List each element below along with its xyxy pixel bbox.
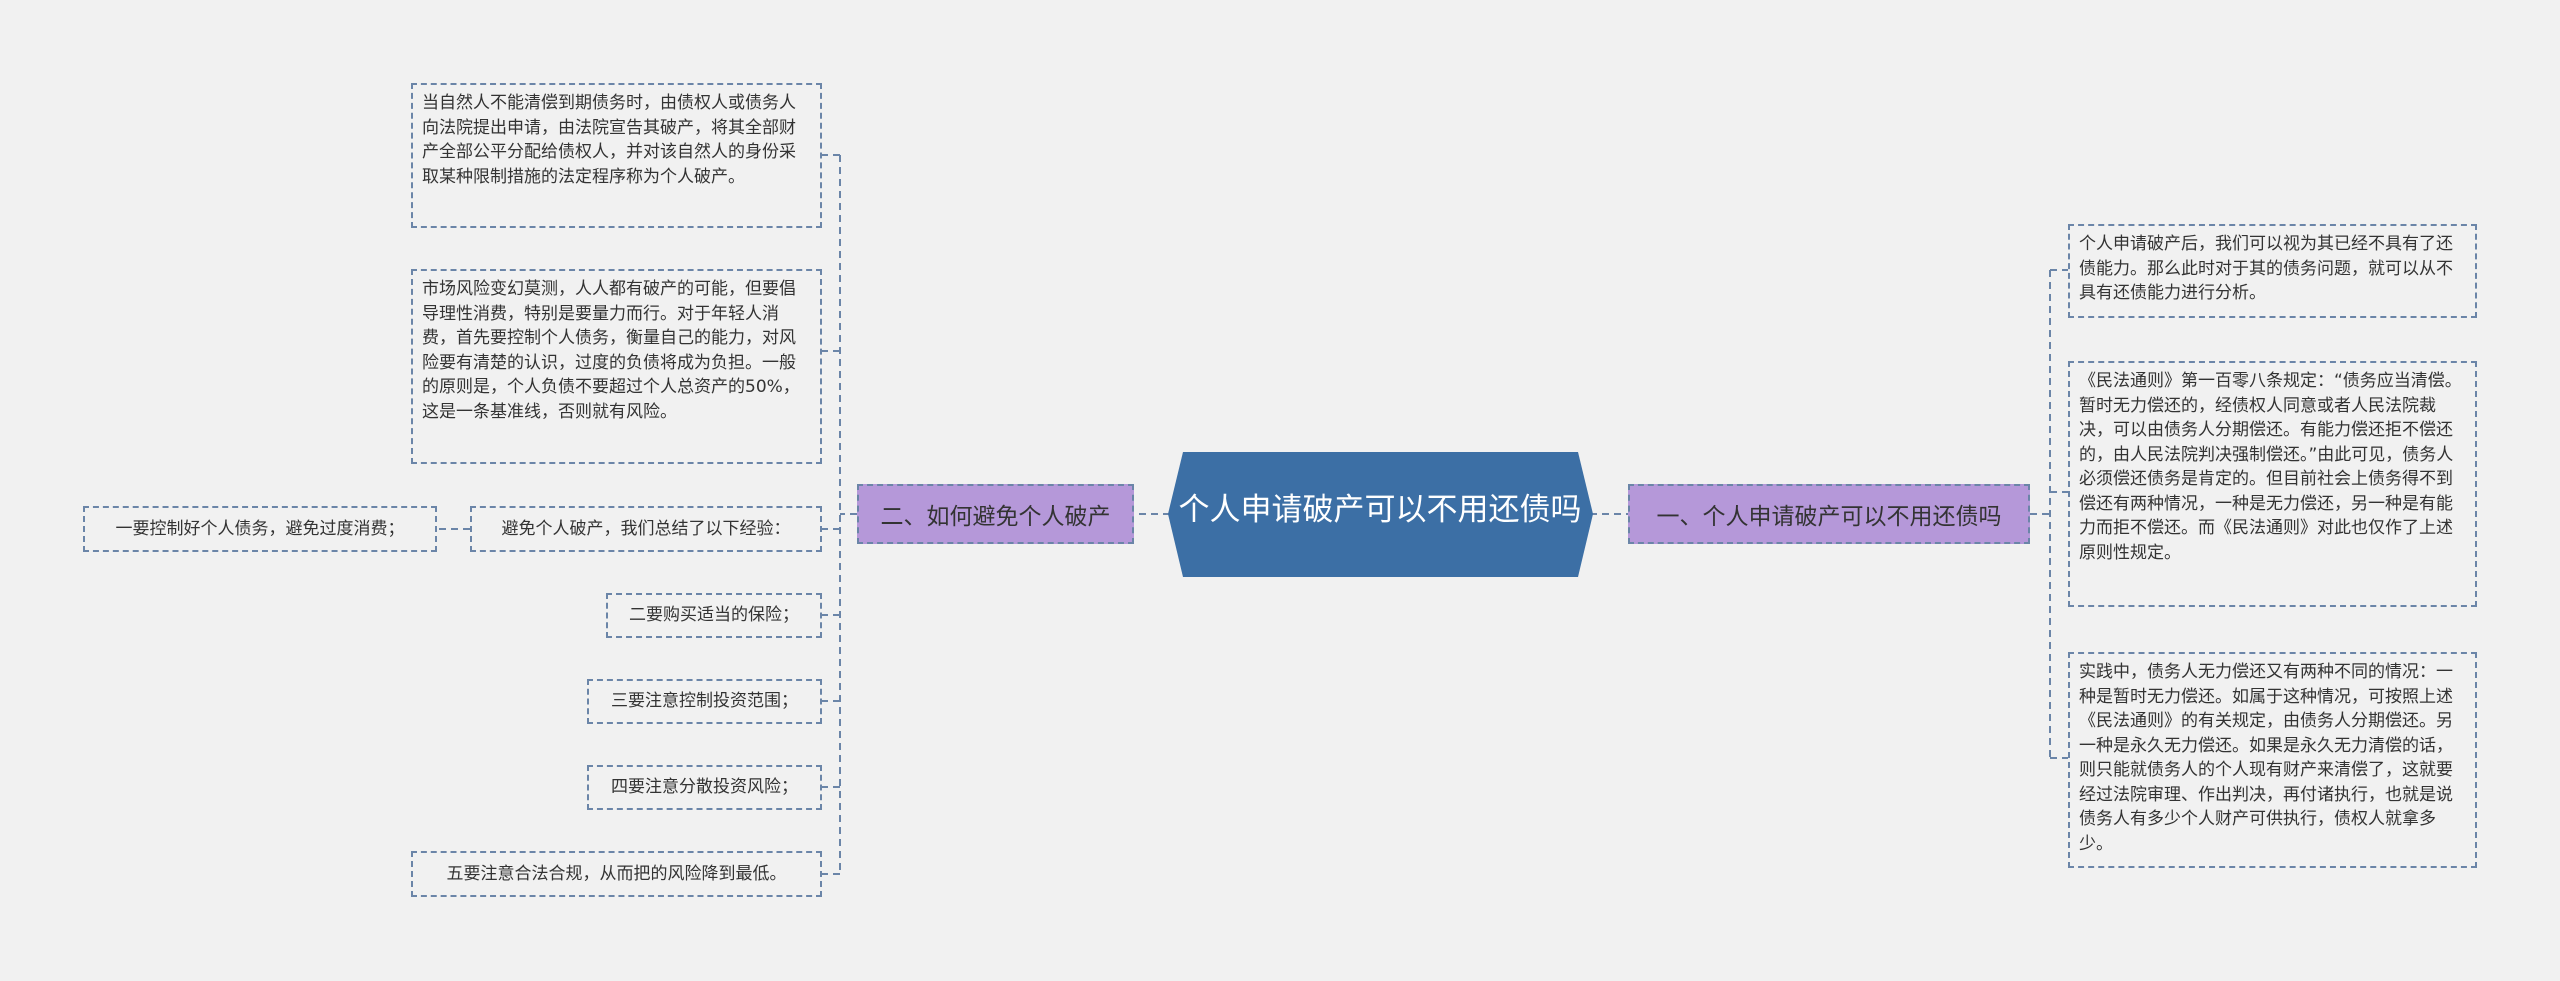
leaf-diversify-risk[interactable]: 四要注意分散投资风险； bbox=[587, 765, 822, 810]
leaf-market-risk-advice[interactable]: 市场风险变幻莫测，人人都有破产的可能，但要倡导理性消费，特别是要量力而行。对于年… bbox=[411, 269, 822, 464]
leaf-buy-insurance[interactable]: 二要购买适当的保险； bbox=[606, 593, 822, 638]
leaf-civil-law-article-108[interactable]: 《民法通则》第一百零八条规定：“债务应当清偿。暂时无力偿还的，经债权人同意或者人… bbox=[2068, 361, 2477, 607]
leaf-practice-two-situations[interactable]: 实践中，债务人无力偿还又有两种不同的情况：一种是暂时无力偿还。如属于这种情况，可… bbox=[2068, 652, 2477, 868]
leaf-experience-summary[interactable]: 避免个人破产，我们总结了以下经验： bbox=[470, 506, 822, 552]
leaf-control-investment[interactable]: 三要注意控制投资范围； bbox=[587, 679, 822, 724]
branch-no-repayment-question[interactable]: 一、个人申请破产可以不用还债吗 bbox=[1628, 484, 2030, 544]
leaf-control-debt[interactable]: 一要控制好个人债务，避免过度消费； bbox=[83, 506, 437, 552]
leaf-legal-compliance[interactable]: 五要注意合法合规，从而把的风险降到最低。 bbox=[411, 851, 822, 897]
leaf-no-repayment-ability[interactable]: 个人申请破产后，我们可以视为其已经不具有了还债能力。那么此时对于其的债务问题，就… bbox=[2068, 224, 2477, 318]
leaf-definition-personal-bankruptcy[interactable]: 当自然人不能清偿到期债务时，由债权人或债务人向法院提出申请，由法院宣告其破产，将… bbox=[411, 83, 822, 228]
branch-how-to-avoid-bankruptcy[interactable]: 二、如何避免个人破产 bbox=[857, 484, 1134, 544]
root-node-title[interactable]: 个人申请破产可以不用还债吗 bbox=[1178, 492, 1582, 528]
